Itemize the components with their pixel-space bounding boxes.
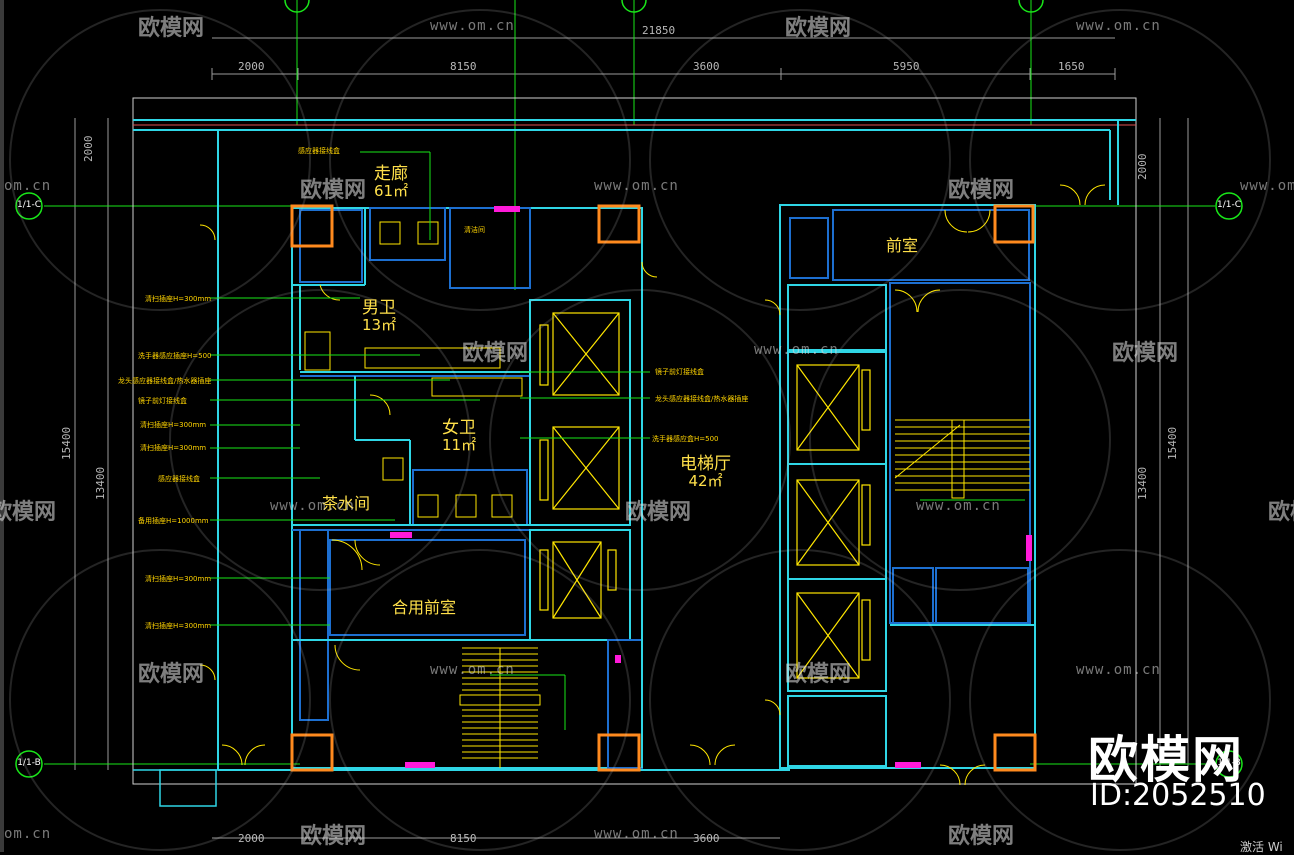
left-core-walls xyxy=(291,207,643,769)
room-front-lobby: 前室 xyxy=(886,236,919,255)
accent-markers xyxy=(390,206,1032,768)
grid-axes xyxy=(44,0,1215,765)
note-left-8: 备用插座H=1000mm xyxy=(138,517,209,525)
room-elevator-hall-area: 42㎡ xyxy=(688,471,723,490)
watermark-brand: 欧模网 xyxy=(1112,341,1179,366)
note-left-9: 清扫插座H=300mm xyxy=(145,575,212,583)
structural-columns xyxy=(290,204,1037,772)
dimension-bottom-1: 2000 xyxy=(238,832,265,845)
note-top: 感应器接线盒 xyxy=(298,147,340,155)
right-core-walls xyxy=(779,204,1036,769)
dimension-right-2: 13400 xyxy=(1136,466,1149,500)
watermark-url: www.om.cn xyxy=(430,662,515,678)
grid-label-c-left: 1/1-C xyxy=(16,200,42,210)
dimension-top-5: 1650 xyxy=(1058,60,1085,73)
watermark-rings xyxy=(9,9,1271,851)
watermark-url: www.om.cn xyxy=(430,18,515,34)
dimension-left-3: 15400 xyxy=(60,426,73,460)
watermark-brand: 欧模网 xyxy=(948,824,1015,849)
watermark-url-short: om.cn xyxy=(4,178,52,194)
dimension-left-1: 2000 xyxy=(82,135,95,163)
note-left-7: 感应器接线盒 xyxy=(158,475,200,483)
room-womens-area: 11㎡ xyxy=(442,435,477,454)
watermark-brand: 欧模网 xyxy=(625,500,692,525)
note-small: 清洁间 xyxy=(464,226,485,234)
watermark-brand: 欧模网 xyxy=(785,16,852,41)
room-corridor-name: 走廊 xyxy=(374,164,409,184)
watermark-brand: 欧模网 xyxy=(138,662,205,687)
brand-id-text: ID:2052510 xyxy=(1090,778,1266,813)
watermark-url: www.om.cn xyxy=(1240,178,1294,194)
room-womens-name: 女卫 xyxy=(442,418,477,438)
corner-activation-text: 激活 Wi xyxy=(1240,840,1283,854)
room-front-lobby-name: 前室 xyxy=(886,236,919,255)
note-left-5: 清扫插座H=300mm xyxy=(140,421,207,429)
grid-bubbles xyxy=(15,0,1243,778)
note-right-3: 洗手器感应盒H=500 xyxy=(652,435,719,443)
note-left-6: 清扫插座H=300mm xyxy=(140,444,207,452)
brand-logo-text: 欧模网 xyxy=(1088,731,1244,789)
dimension-bottom-2: 8150 xyxy=(450,832,477,845)
room-shared-lobby-name: 合用前室 xyxy=(392,598,457,617)
watermark-url-short: om.cn xyxy=(4,826,52,842)
note-right-2: 龙头感应器接线盒/热水器插座 xyxy=(655,395,749,403)
left-edge-bar xyxy=(0,0,4,852)
toilet-fixtures xyxy=(304,221,523,518)
dimension-right-1: 2000 xyxy=(1136,153,1149,181)
dimension-top-4: 5950 xyxy=(893,60,920,73)
dimension-top-1: 2000 xyxy=(238,60,265,73)
room-mens-area: 13㎡ xyxy=(362,315,397,334)
room-pantry-name: 茶水间 xyxy=(322,494,371,513)
watermark-url: www.om.cn xyxy=(754,342,839,358)
dimension-bottom-3: 3600 xyxy=(693,832,720,845)
dimension-top-total: 21850 xyxy=(642,24,676,37)
note-left-3: 龙头感应器接线盒/热水器插座 xyxy=(118,377,212,385)
watermark-brand: 欧模网 xyxy=(0,500,57,525)
watermark-url: www.om.cn xyxy=(1076,18,1161,34)
note-left-1: 清扫插座H=300mm xyxy=(145,295,212,303)
watermark-brand: 欧模网 xyxy=(948,178,1015,203)
watermark-brand: 欧模网 xyxy=(1268,500,1294,525)
dimension-lines xyxy=(74,37,1189,839)
watermark-brand: 欧模网 xyxy=(462,341,529,366)
room-mens-name: 男卫 xyxy=(362,298,397,318)
watermark-brand: 欧模网 xyxy=(785,662,852,687)
room-corridor: 走廊 61㎡ xyxy=(374,164,409,200)
note-left-10: 清扫插座H=300mm xyxy=(145,622,212,630)
watermark-url: www.om.cn xyxy=(916,498,1001,514)
watermark-url: www.om.cn xyxy=(270,498,355,514)
note-right-1: 镜子前灯接线盒 xyxy=(655,368,704,376)
watermark-url: www.om.cn xyxy=(594,178,679,194)
grid-label-c-right: 1/1-C xyxy=(1216,200,1242,210)
door-swings xyxy=(199,184,1106,786)
room-womens-toilet: 女卫 11㎡ xyxy=(442,418,477,454)
room-pantry: 茶水间 xyxy=(322,494,371,513)
elevator-shafts xyxy=(539,312,871,679)
dimension-right-3: 15400 xyxy=(1166,426,1179,460)
outer-building-frame xyxy=(132,97,1137,807)
room-corridor-area: 61㎡ xyxy=(374,181,409,200)
annotation-leaders xyxy=(210,151,1025,730)
watermark-url: www.om.cn xyxy=(1076,662,1161,678)
staircases xyxy=(459,419,1030,768)
grid-label-b-left: 1/1-B xyxy=(17,758,41,768)
dimension-top-3: 3600 xyxy=(693,60,720,73)
dimension-left-2: 13400 xyxy=(94,466,107,500)
watermark-brand: 欧模网 xyxy=(300,824,367,849)
note-left-4: 镜子前灯接线盒 xyxy=(138,397,187,405)
note-left-2: 洗手器感应插座H=500 xyxy=(138,352,212,360)
dimension-top-2: 8150 xyxy=(450,60,477,73)
room-mens-toilet: 男卫 13㎡ xyxy=(362,298,397,334)
room-shared-lobby: 合用前室 xyxy=(392,598,457,617)
watermark-url: www.om.cn xyxy=(594,826,679,842)
room-elevator-hall-name: 电梯厅 xyxy=(680,454,731,474)
grid-label-b-right: 1/1-B xyxy=(1217,758,1241,768)
watermark-brand: 欧模网 xyxy=(300,178,367,203)
room-elevator-hall: 电梯厅 42㎡ xyxy=(680,454,731,490)
watermark-brand: 欧模网 xyxy=(138,16,205,41)
